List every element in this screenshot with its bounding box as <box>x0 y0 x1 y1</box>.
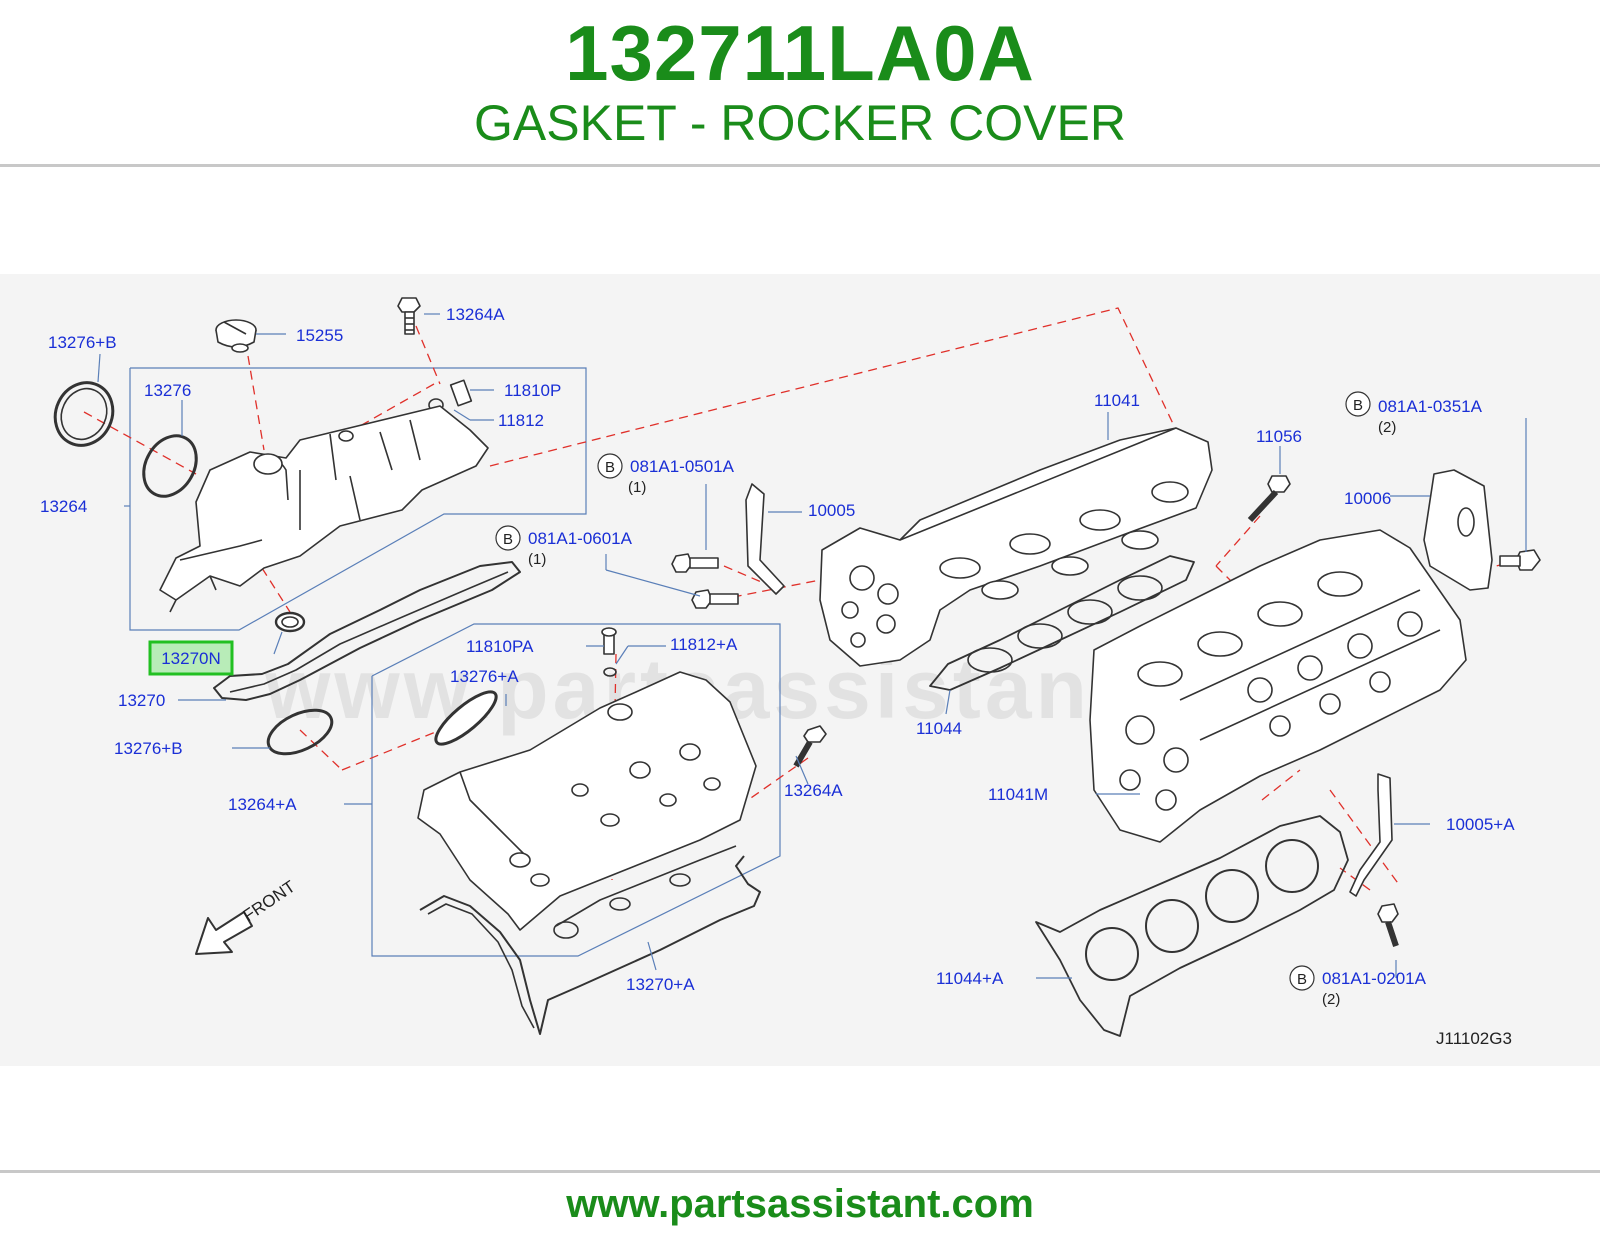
callout-11041m[interactable]: 11041M <box>988 785 1048 804</box>
callout-10005[interactable]: 10005 <box>808 501 855 520</box>
callout-13276b-bottom[interactable]: 13276+B <box>114 739 183 758</box>
callout-11041[interactable]: 11041 <box>1094 391 1140 410</box>
bolt-081a1-0201a <box>1377 903 1399 947</box>
bolt-11056 <box>1247 475 1291 523</box>
gasket-13270a <box>419 855 761 1035</box>
callout-13276b-top[interactable]: 13276+B <box>48 333 117 352</box>
callout-11810pa[interactable]: 11810PA <box>466 637 534 656</box>
callout-11044[interactable]: 11044 <box>916 719 962 738</box>
callout-11044-plus-a[interactable]: 11044+A <box>936 969 1004 988</box>
bracket-10006 <box>1423 469 1493 591</box>
figure-code: J11102G3 <box>1436 1029 1512 1048</box>
bracket-10005a <box>1349 773 1393 897</box>
cylinder-head-11041 <box>819 427 1213 667</box>
part-description: GASKET - ROCKER COVER <box>474 95 1126 151</box>
qty-081a1-0351a: (2) <box>1378 419 1396 436</box>
callout-081a1-0601a[interactable]: 081A1-0601A <box>528 529 633 548</box>
leader-lines <box>97 313 1527 979</box>
callout-10006[interactable]: 10006 <box>1344 489 1391 508</box>
page-header: 132711LA0A GASKET - ROCKER COVER <box>0 0 1600 168</box>
callout-11812-plus-a[interactable]: 11812+A <box>670 635 738 654</box>
bolt-spec-b-marks: B B B B <box>495 391 1371 991</box>
qty-081a1-0201a: (2) <box>1322 991 1340 1008</box>
callout-081a1-0201a[interactable]: 081A1-0201A <box>1322 969 1427 988</box>
head-gasket-11044 <box>929 555 1195 691</box>
svg-text:B: B <box>605 459 615 476</box>
o-ring-13276a <box>434 690 498 746</box>
callout-11812[interactable]: 11812 <box>498 411 544 430</box>
bolt-081a1-0501a <box>671 553 719 573</box>
callout-13270n[interactable]: 13270N <box>161 649 221 668</box>
b-mark-icon: B <box>495 525 521 551</box>
group-boxes <box>129 367 781 957</box>
bolt-081a1-0351a <box>1499 549 1541 571</box>
o-ring-13276b-bottom <box>266 708 334 756</box>
callout-13276-plus-a[interactable]: 13276+A <box>450 667 519 686</box>
callout-13270-plus-a[interactable]: 13270+A <box>626 975 695 994</box>
bolt-13264a-top <box>397 297 421 335</box>
part-number-title: 132711LA0A <box>565 9 1035 97</box>
cylinder-head-11041m <box>1089 529 1467 843</box>
highlighted-part-callout[interactable]: 13270N <box>148 640 234 676</box>
b-mark-icon: B <box>1289 965 1315 991</box>
gasket-13270 <box>213 561 521 701</box>
callout-13264a-right[interactable]: 13264A <box>784 781 843 800</box>
b-mark-icon: B <box>1345 391 1371 417</box>
svg-text:B: B <box>1353 397 1363 414</box>
footer-divider <box>0 1170 1600 1173</box>
qty-081a1-0501a: (1) <box>628 479 646 496</box>
callout-10005-plus-a[interactable]: 10005+A <box>1446 815 1515 834</box>
header-divider <box>0 164 1600 167</box>
lower-cover-group-box <box>371 623 781 957</box>
o-ring-13276 <box>142 434 198 498</box>
callout-11056[interactable]: 11056 <box>1256 427 1302 446</box>
callout-13276[interactable]: 13276 <box>144 381 191 400</box>
oil-filler-cap-15255 <box>215 319 257 353</box>
part-artwork <box>53 297 1541 1037</box>
footer-website-link[interactable]: www.partsassistant.com <box>566 1182 1034 1226</box>
callout-13264a-top[interactable]: 13264A <box>446 305 505 324</box>
callout-081a1-0501a[interactable]: 081A1-0501A <box>630 457 735 476</box>
callout-labels: 13276+B 15255 13264A 11810P 11812 13276 … <box>40 305 1515 994</box>
callout-081a1-0351a[interactable]: 081A1-0351A <box>1378 397 1483 416</box>
exploded-view-svg: www.partsassistant.com <box>40 297 1541 1048</box>
qty-081a1-0601a: (1) <box>528 551 546 568</box>
head-gasket-11044a <box>1035 815 1349 1037</box>
highlight-box <box>148 640 234 676</box>
seal-13270n <box>274 611 306 633</box>
bolt-081a1-0601a <box>691 589 739 609</box>
upper-cover-group-box <box>129 367 587 631</box>
front-label: FRONT <box>240 877 299 925</box>
callout-15255[interactable]: 15255 <box>296 326 343 345</box>
b-mark-icon: B <box>597 453 623 479</box>
o-ring-13276b-top <box>53 381 115 447</box>
bracket-10005 <box>745 483 785 595</box>
svg-text:B: B <box>503 531 513 548</box>
rocker-cover-13264a <box>417 671 757 939</box>
svg-text:B: B <box>1297 971 1307 988</box>
front-arrow-icon <box>195 911 253 955</box>
pcv-valve-11810pa <box>601 627 617 677</box>
quantity-labels: (1) (1) (2) (2) <box>528 419 1396 1008</box>
callout-13270[interactable]: 13270 <box>118 691 165 710</box>
parts-diagram: www.partsassistant.com <box>0 274 1600 1066</box>
rocker-cover-13264 <box>159 405 489 613</box>
callout-13264[interactable]: 13264 <box>40 497 87 516</box>
callout-11810p[interactable]: 11810P <box>504 381 561 400</box>
callout-13264-plus-a[interactable]: 13264+A <box>228 795 297 814</box>
